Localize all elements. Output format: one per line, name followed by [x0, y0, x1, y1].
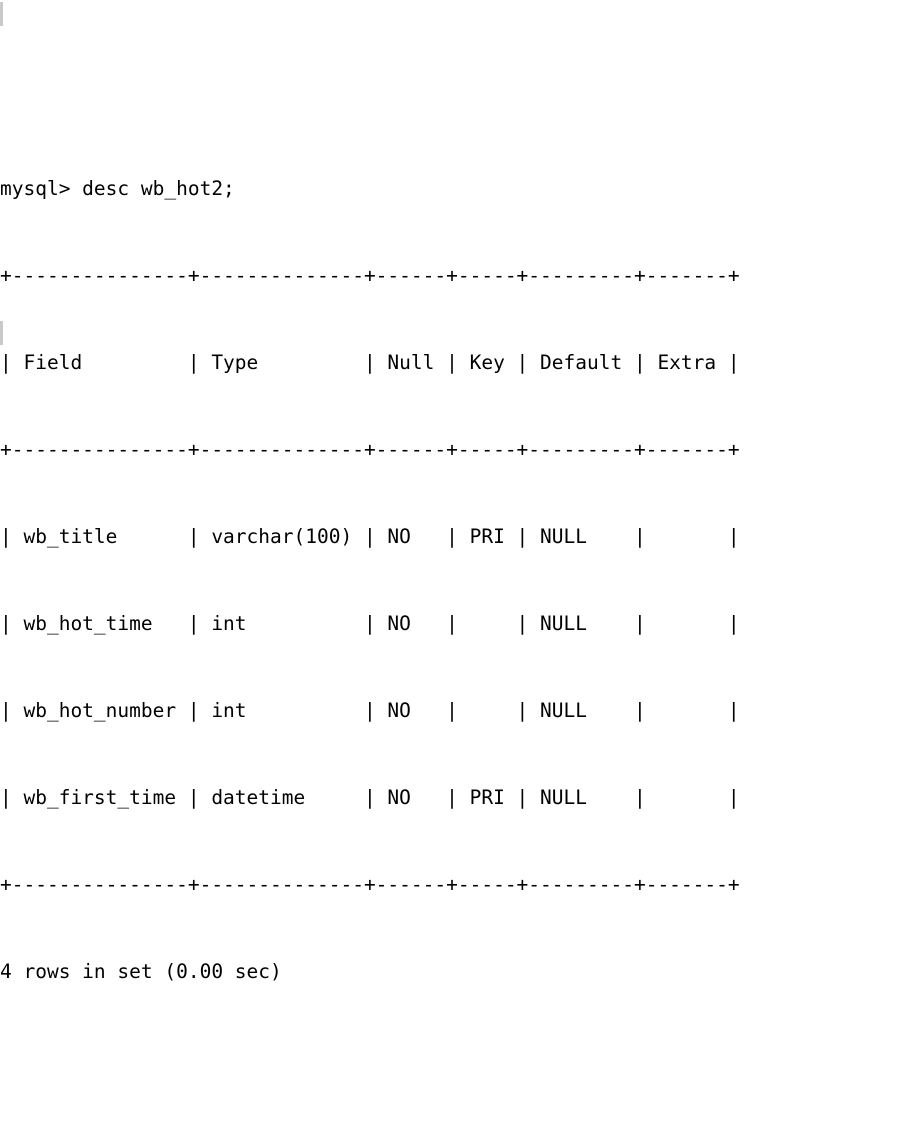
terminal-line-row: | wb_hot_number | int | NO | | NULL | |	[0, 699, 740, 722]
terminal-line-status: 4 rows in set (0.00 sec)	[0, 960, 282, 983]
terminal-line-border: +---------------+--------------+------+-…	[0, 264, 740, 287]
terminal-output[interactable]: mysql> desc wb_hot2; +---------------+--…	[0, 0, 900, 983]
terminal-line-border: +---------------+--------------+------+-…	[0, 438, 740, 461]
terminal-line-row: | wb_hot_time | int | NO | | NULL | |	[0, 612, 740, 635]
terminal-line-row: | wb_title | varchar(100) | NO | PRI | N…	[0, 525, 740, 548]
terminal-line-border: +---------------+--------------+------+-…	[0, 873, 740, 896]
terminal-line-row: | wb_first_time | datetime | NO | PRI | …	[0, 786, 740, 809]
terminal-line-prompt-1: mysql> desc wb_hot2;	[0, 177, 235, 200]
selection-edge-marker-top	[0, 2, 3, 26]
selection-edge-marker-bottom	[0, 321, 3, 345]
terminal-line-header: | Field | Type | Null | Key | Default | …	[0, 351, 740, 374]
terminal-line-blank	[0, 1044, 900, 1073]
